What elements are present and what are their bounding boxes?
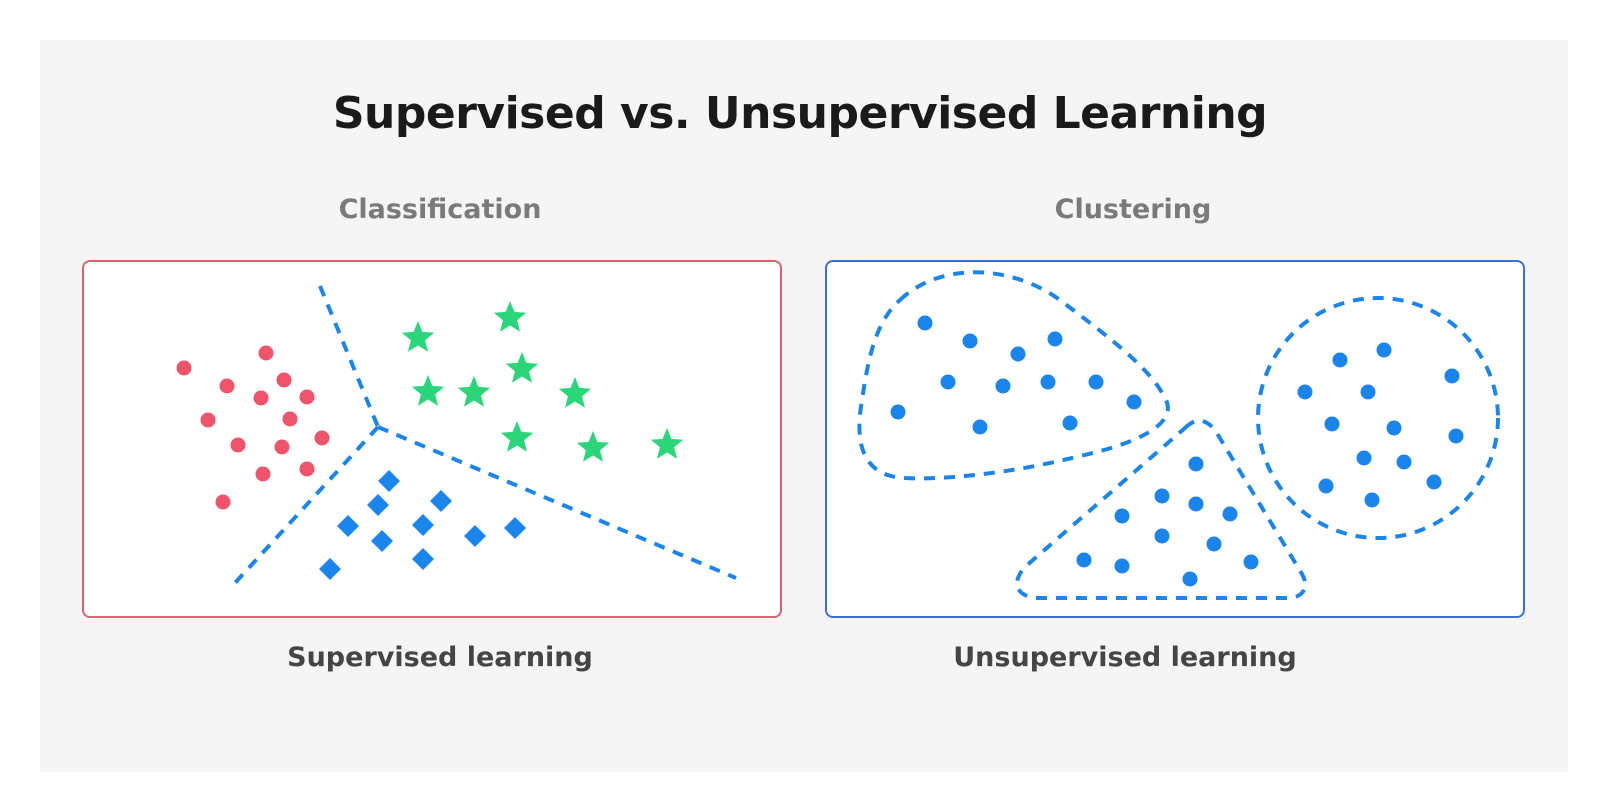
circle-point xyxy=(230,437,246,453)
star-point xyxy=(558,377,592,408)
circle-point xyxy=(276,372,292,388)
figure-title: Supervised vs. Unsupervised Learning xyxy=(332,88,1268,139)
cluster-point xyxy=(1386,420,1402,436)
cluster-point xyxy=(1010,346,1026,362)
circle-point xyxy=(253,390,269,406)
cluster-point xyxy=(962,333,978,349)
cluster-point xyxy=(1114,558,1130,574)
cluster-point xyxy=(1088,374,1104,390)
star-point xyxy=(457,376,491,407)
classification-heading: Classification xyxy=(338,194,542,225)
circle-point xyxy=(255,466,271,482)
boundary-line-right xyxy=(377,425,737,580)
cluster-boundary-1 xyxy=(857,270,1170,481)
clustering-heading: Clustering xyxy=(1054,194,1212,225)
class-circles xyxy=(176,345,330,510)
cluster-point xyxy=(1076,552,1092,568)
boundary-line-top xyxy=(318,285,380,428)
cluster-point xyxy=(1047,331,1063,347)
circle-point xyxy=(299,461,315,477)
diamond-point xyxy=(412,514,434,536)
clustering-panel xyxy=(825,260,1525,618)
supervised-caption: Supervised learning xyxy=(287,642,593,673)
star-point xyxy=(650,428,684,459)
class-stars xyxy=(401,301,684,462)
boundary-line-left xyxy=(232,425,380,586)
cluster-point xyxy=(1126,394,1142,410)
circle-point xyxy=(258,345,274,361)
cluster-point xyxy=(1206,536,1222,552)
star-point xyxy=(401,321,435,352)
cluster-point xyxy=(1448,428,1464,444)
circle-point xyxy=(215,494,231,510)
star-point xyxy=(576,431,610,462)
circle-point xyxy=(299,389,315,405)
class-diamonds xyxy=(319,470,526,580)
circle-point xyxy=(176,360,192,376)
cluster-point xyxy=(1040,374,1056,390)
cluster-point xyxy=(1324,416,1340,432)
cluster-point xyxy=(1396,454,1412,470)
unsupervised-caption: Unsupervised learning xyxy=(953,642,1297,673)
star-point xyxy=(500,421,534,452)
cluster-point xyxy=(1188,496,1204,512)
cluster-points xyxy=(890,315,1464,587)
star-point xyxy=(493,301,527,332)
cluster-point xyxy=(1360,384,1376,400)
cluster-point xyxy=(1444,368,1460,384)
cluster-boundary-3 xyxy=(1256,296,1500,540)
cluster-point xyxy=(940,374,956,390)
cluster-point xyxy=(1182,571,1198,587)
cluster-point xyxy=(1154,528,1170,544)
cluster-point xyxy=(995,378,1011,394)
diamond-point xyxy=(378,470,400,492)
cluster-point xyxy=(1154,488,1170,504)
cluster-point xyxy=(1376,342,1392,358)
cluster-boundary-2 xyxy=(1015,418,1308,600)
cluster-point xyxy=(1364,492,1380,508)
cluster-point xyxy=(1297,384,1313,400)
circle-point xyxy=(274,439,290,455)
diamond-point xyxy=(319,558,341,580)
cluster-point xyxy=(917,315,933,331)
diamond-point xyxy=(367,494,389,516)
circle-point xyxy=(200,412,216,428)
cluster-point xyxy=(972,419,988,435)
circle-point xyxy=(219,378,235,394)
diamond-point xyxy=(504,517,526,539)
star-point xyxy=(411,375,445,406)
star-point xyxy=(505,352,539,383)
cluster-point xyxy=(1332,352,1348,368)
cluster-point xyxy=(1222,506,1238,522)
diamond-point xyxy=(464,525,486,547)
cluster-point xyxy=(1426,474,1442,490)
cluster-point xyxy=(1188,456,1204,472)
circle-point xyxy=(314,430,330,446)
diamond-point xyxy=(337,515,359,537)
diamond-point xyxy=(371,530,393,552)
cluster-point xyxy=(1318,478,1334,494)
cluster-point xyxy=(890,404,906,420)
diamond-point xyxy=(430,490,452,512)
cluster-boundaries xyxy=(857,270,1500,600)
cluster-point xyxy=(1062,415,1078,431)
decision-boundaries xyxy=(232,285,737,586)
cluster-point xyxy=(1356,450,1372,466)
cluster-point xyxy=(1114,508,1130,524)
diamond-point xyxy=(412,548,434,570)
cluster-point xyxy=(1243,554,1259,570)
circle-point xyxy=(282,411,298,427)
